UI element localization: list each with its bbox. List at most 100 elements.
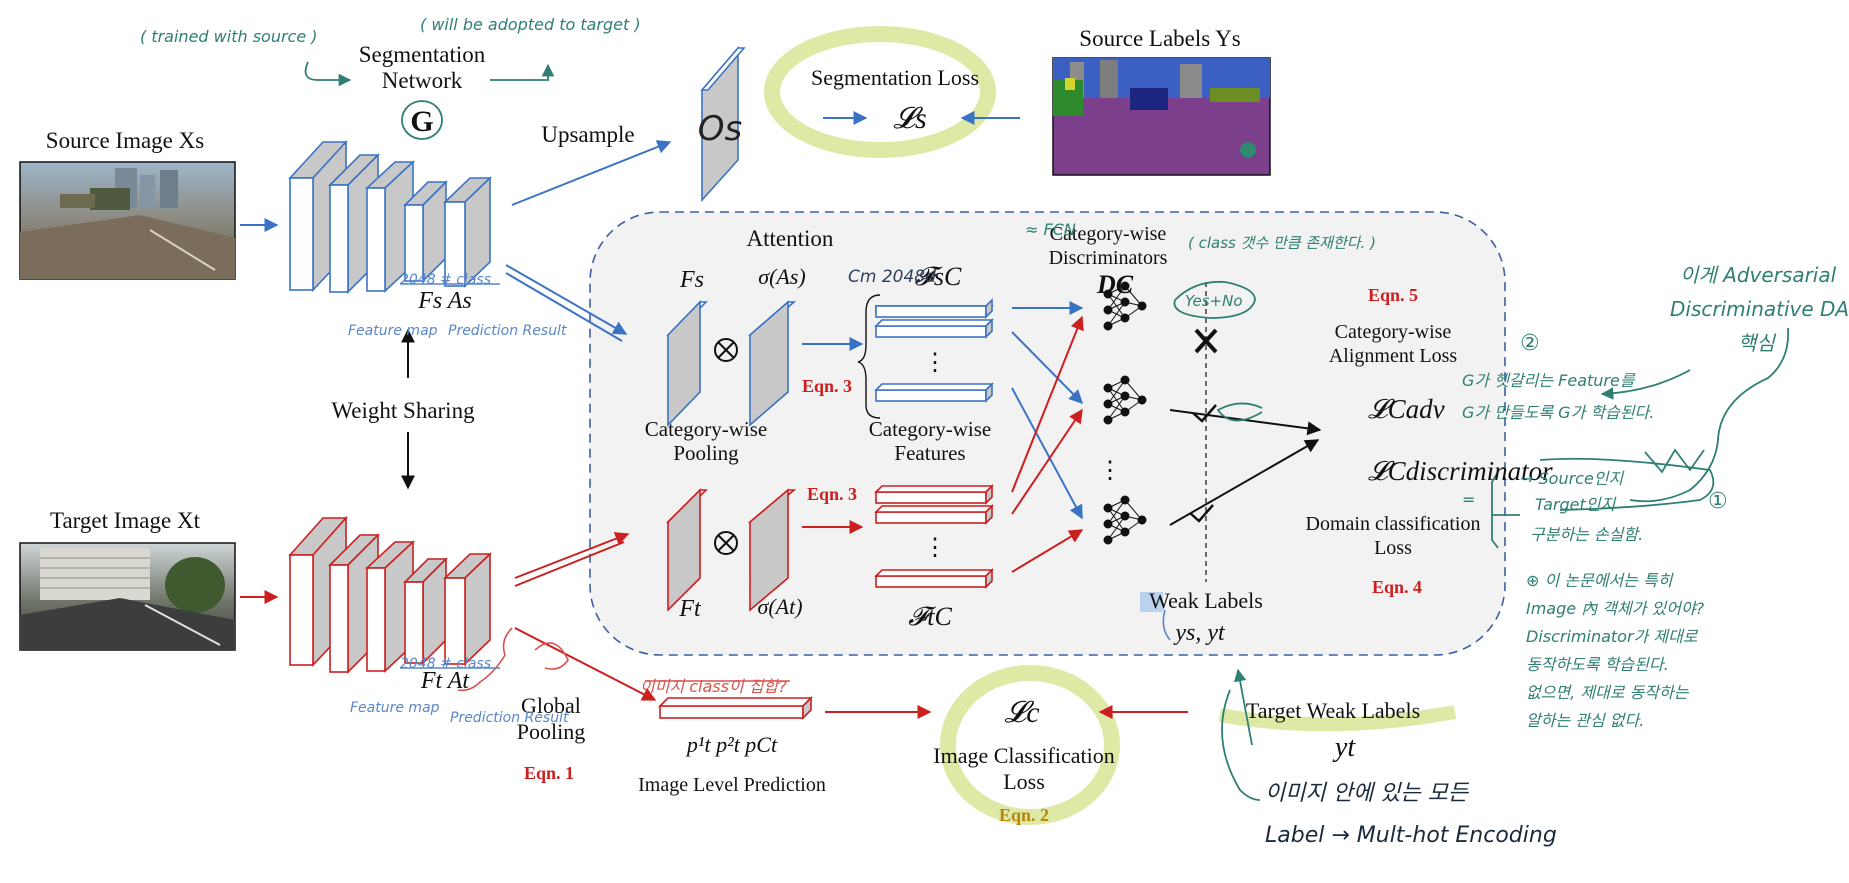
image-level-prediction-bar <box>658 696 813 720</box>
note-adv-da-1: 이게 Adversarial <box>1680 263 1837 287</box>
red-arrows <box>240 315 1188 719</box>
teal-strokes <box>304 61 1790 801</box>
note-fcn: ≈ FCN <box>1025 220 1076 239</box>
ft-label: Ft <box>678 596 702 622</box>
weak-labels-label: Weak Labels <box>1149 588 1263 613</box>
ft-map <box>666 488 708 612</box>
note-explain-1: ⊕ 이 논문에서는 특히 <box>1526 571 1674 590</box>
image-cls-label-1: Image Classification <box>933 743 1114 768</box>
note-explain-4: 동작하도록 학습된다. <box>1526 655 1669 674</box>
target-image-label: Target Image Xt <box>50 508 201 533</box>
otimes-top <box>714 338 738 362</box>
check-mark-2 <box>1189 504 1214 523</box>
fs-map <box>666 300 708 427</box>
l-adv-symbol: 𝓛Cadv <box>1368 394 1445 424</box>
segmentation-network-label-1: Segmentation <box>359 42 486 67</box>
cat-disc-label-1: Category-wise <box>1050 223 1167 245</box>
enc-block-s5 <box>443 176 492 288</box>
domain-cls-label-2: Loss <box>1374 537 1412 559</box>
ls-symbol: 𝓛s <box>893 102 927 135</box>
note-disc-eq: = <box>1462 490 1475 509</box>
features-label-1: Category-wise <box>869 417 991 441</box>
attention-label: Attention <box>747 226 834 251</box>
target-feature-bars <box>874 484 994 589</box>
source-image <box>19 161 236 280</box>
otimes-bottom <box>714 531 738 555</box>
note-disc-1: → Source인지 <box>1520 469 1625 488</box>
vdots-discriminators: ⋮ <box>1098 458 1122 484</box>
target-encoder <box>288 515 492 674</box>
note-multihot-2: Label → Mult-hot Encoding <box>1265 823 1557 848</box>
highlight-seg-loss <box>764 26 996 158</box>
source-encoder <box>288 139 492 294</box>
cat-disc-label-2: Discriminators <box>1049 247 1168 269</box>
note-circle-1: ① <box>1708 489 1728 514</box>
note-disc-3: 구분하는 손실함. <box>1530 525 1643 544</box>
dc-symbol: DC <box>1096 270 1134 299</box>
source-feature-bars <box>874 298 994 403</box>
note-cm-2048d: Cm 2048d <box>848 267 936 287</box>
cross-mark <box>1194 328 1218 354</box>
vdots-source: ⋮ <box>923 350 947 376</box>
note-adv-da-2: Discriminative DA의 <box>1670 297 1849 321</box>
note-prediction-result-bottom: Prediction Result <box>450 710 569 726</box>
check-mark-1 <box>1192 404 1217 423</box>
as-map <box>747 300 797 427</box>
at-map <box>747 488 797 612</box>
align-loss-label-2: Alignment Loss <box>1329 345 1458 367</box>
eqn5-label: Eqn. 5 <box>1368 285 1418 305</box>
red-scribbles <box>457 627 790 692</box>
note-2048-class-top: 2048 # class <box>400 272 491 288</box>
ys-yt-label: ys, yt <box>1173 620 1226 646</box>
note-explain-5: 없으면, 제대로 동작하는 <box>1526 683 1690 702</box>
l-disc-symbol: 𝓛Cdiscriminator <box>1368 456 1553 486</box>
eqn2-label: Eqn. 2 <box>999 805 1049 825</box>
source-labels-label: Source Labels Ys <box>1079 26 1240 51</box>
highlight-cls-loss <box>940 665 1120 825</box>
fsc-symbol: 𝓕sC <box>915 262 962 291</box>
sigma-as-label: σ(As) <box>758 264 806 289</box>
note-2048-class-bottom: 2048 # class <box>400 656 491 672</box>
global-pooling-label-2: Pooling <box>517 719 585 744</box>
blue-scribbles <box>400 283 1171 669</box>
fs-label: Fs <box>679 267 704 293</box>
note-image-class-question: 이미지 class이 집합? <box>640 677 787 696</box>
source-labels-image <box>1052 57 1271 176</box>
note-adv-da-3: 핵심 <box>1738 331 1776 355</box>
note-adv-1: G가 헷갈리는 Feature를 <box>1462 371 1636 390</box>
features-label-2: Features <box>894 441 965 465</box>
domain-cls-label-1: Domain classification <box>1306 513 1481 535</box>
fs-as-label: Fs As <box>417 288 472 314</box>
discriminator-3 <box>1103 495 1147 545</box>
note-explain-2: Image 內 객체가 있어야? <box>1526 599 1705 618</box>
note-adv-2: G가 만들도록 G가 학습된다. <box>1462 403 1654 422</box>
note-multihot-1: 이미지 안에 있는 모든 <box>1265 781 1470 806</box>
image-cls-label-2: Loss <box>1003 769 1045 794</box>
align-loss-label-1: Category-wise <box>1335 321 1452 343</box>
yt-label: yt <box>1332 732 1356 763</box>
highlight-weak-ys <box>1140 592 1163 612</box>
note-explain-6: 알하는 관심 없다. <box>1526 711 1644 730</box>
ftc-symbol: 𝓕tC <box>908 602 952 631</box>
os-label: Os <box>698 109 742 149</box>
g-symbol: G <box>410 105 433 138</box>
os-output-map <box>700 45 746 203</box>
pooling-label-2: Pooling <box>673 441 739 465</box>
image-level-prediction-label: Image Level Prediction <box>638 774 826 796</box>
note-prediction-result-top: Prediction Result <box>448 323 567 339</box>
note-adapted-to-target: ( will be adopted to target ) <box>420 15 641 34</box>
eqn3-label-b: Eqn. 3 <box>807 484 857 504</box>
feature-brace <box>857 294 881 419</box>
note-yes-no: Yes+No <box>1185 292 1243 310</box>
weight-sharing-label: Weight Sharing <box>331 398 475 423</box>
enc-block-t4 <box>403 557 448 665</box>
source-image-label: Source Image Xs <box>46 128 204 153</box>
eqn4-label: Eqn. 4 <box>1372 577 1422 597</box>
enc-block-t5 <box>443 552 492 666</box>
segmentation-loss-label: Segmentation Loss <box>811 65 979 90</box>
note-explain-3: Discriminator가 제대로 <box>1526 627 1699 646</box>
eqn3-label-a: Eqn. 3 <box>802 376 852 396</box>
blue-arrows <box>240 111 1084 520</box>
